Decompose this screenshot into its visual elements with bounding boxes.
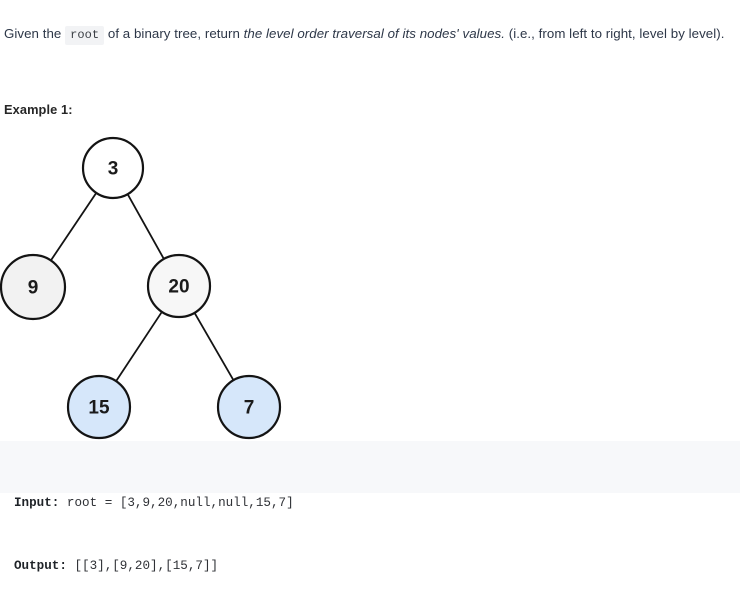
tree-node-7: 7 [216, 374, 282, 440]
example-1-heading: Example 1: [4, 102, 73, 117]
tree-node-circle-15 [66, 374, 132, 440]
output-label: Output: [14, 559, 67, 573]
problem-statement: Given the root of a binary tree, return … [0, 13, 740, 48]
output-value: [[3],[9,20],[15,7]] [66, 559, 219, 573]
tree-node-group: 3 9 20 15 7 [0, 136, 282, 440]
example-output-line: Output: [[3],[9,20],[15,7]] [14, 556, 740, 577]
binary-tree-diagram: 3 9 20 15 7 [0, 126, 320, 442]
tree-edge-n3-n20 [125, 191, 166, 262]
tree-node-label-7: 7 [244, 398, 255, 419]
problem-text-tail: (i.e., from left to right, level by leve… [505, 26, 725, 42]
inline-code-root: root [65, 26, 105, 46]
tree-node-circle-20 [146, 253, 212, 319]
tree-node-circle-7 [216, 374, 282, 440]
example-input-line: Input: root = [3,9,20,null,null,15,7] [14, 493, 740, 514]
tree-edge-n20-n15 [114, 309, 164, 384]
tree-node-circle-3 [81, 136, 145, 200]
input-value: root = [3,9,20,null,null,15,7] [59, 496, 294, 510]
tree-node-20: 20 [146, 253, 212, 319]
binary-tree-svg: 3 9 20 15 7 [0, 136, 282, 440]
tree-node-15: 15 [66, 374, 132, 440]
tree-node-3: 3 [81, 136, 145, 200]
tree-edge-n3-n9 [48, 190, 99, 264]
tree-node-9: 9 [0, 253, 67, 321]
tree-edge-n20-n7 [192, 310, 236, 383]
problem-emphasis: the level order traversal of its nodes' … [243, 26, 505, 42]
problem-text-lead: Given the [4, 26, 66, 42]
tree-node-circle-9 [0, 253, 67, 321]
example-io-codeblock: Input: root = [3,9,20,null,null,15,7] Ou… [0, 441, 740, 573]
tree-node-label-9: 9 [28, 278, 39, 299]
input-label: Input: [14, 496, 60, 510]
tree-edge-group [48, 190, 236, 384]
tree-node-label-15: 15 [88, 398, 110, 419]
tree-node-label-3: 3 [108, 159, 119, 180]
problem-text-mid: of a binary tree, return [104, 26, 244, 42]
tree-node-label-20: 20 [168, 277, 189, 298]
